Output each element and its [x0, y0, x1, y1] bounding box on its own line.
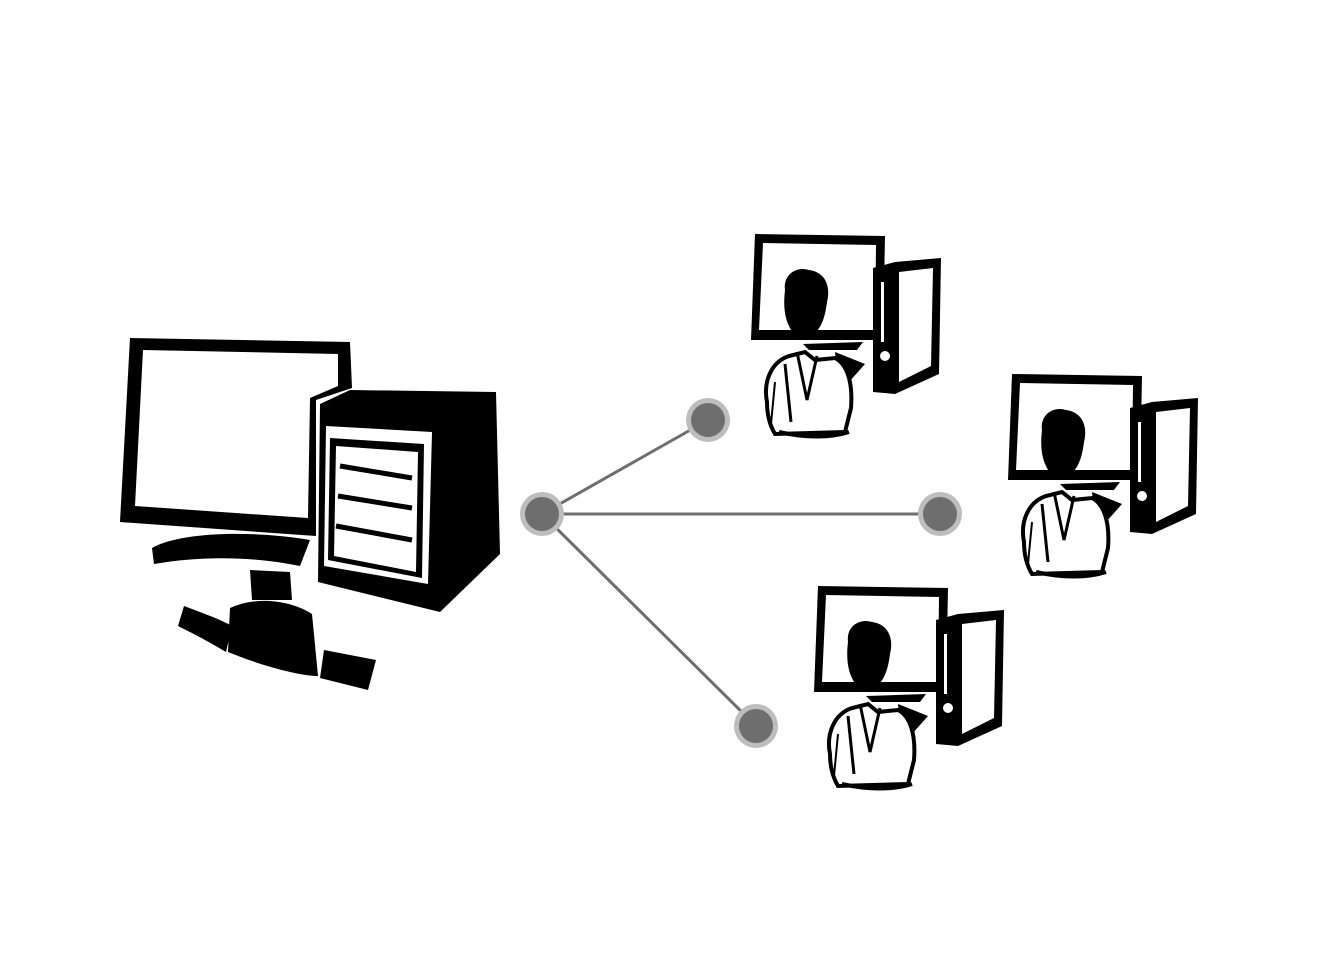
node-middle — [918, 492, 962, 536]
server-workstation-icon — [120, 338, 500, 690]
link-hub-top — [541, 418, 709, 516]
node-top — [686, 398, 730, 442]
hub-node — [520, 492, 564, 536]
node-bottom — [734, 704, 778, 748]
link-hub-bottom — [540, 512, 758, 728]
client-user-workstation-icon-bottom — [812, 584, 1006, 791]
client-user-workstation-icon-top — [749, 232, 943, 439]
connections — [540, 418, 940, 728]
client-user-workstation-icon-middle — [1006, 372, 1200, 579]
